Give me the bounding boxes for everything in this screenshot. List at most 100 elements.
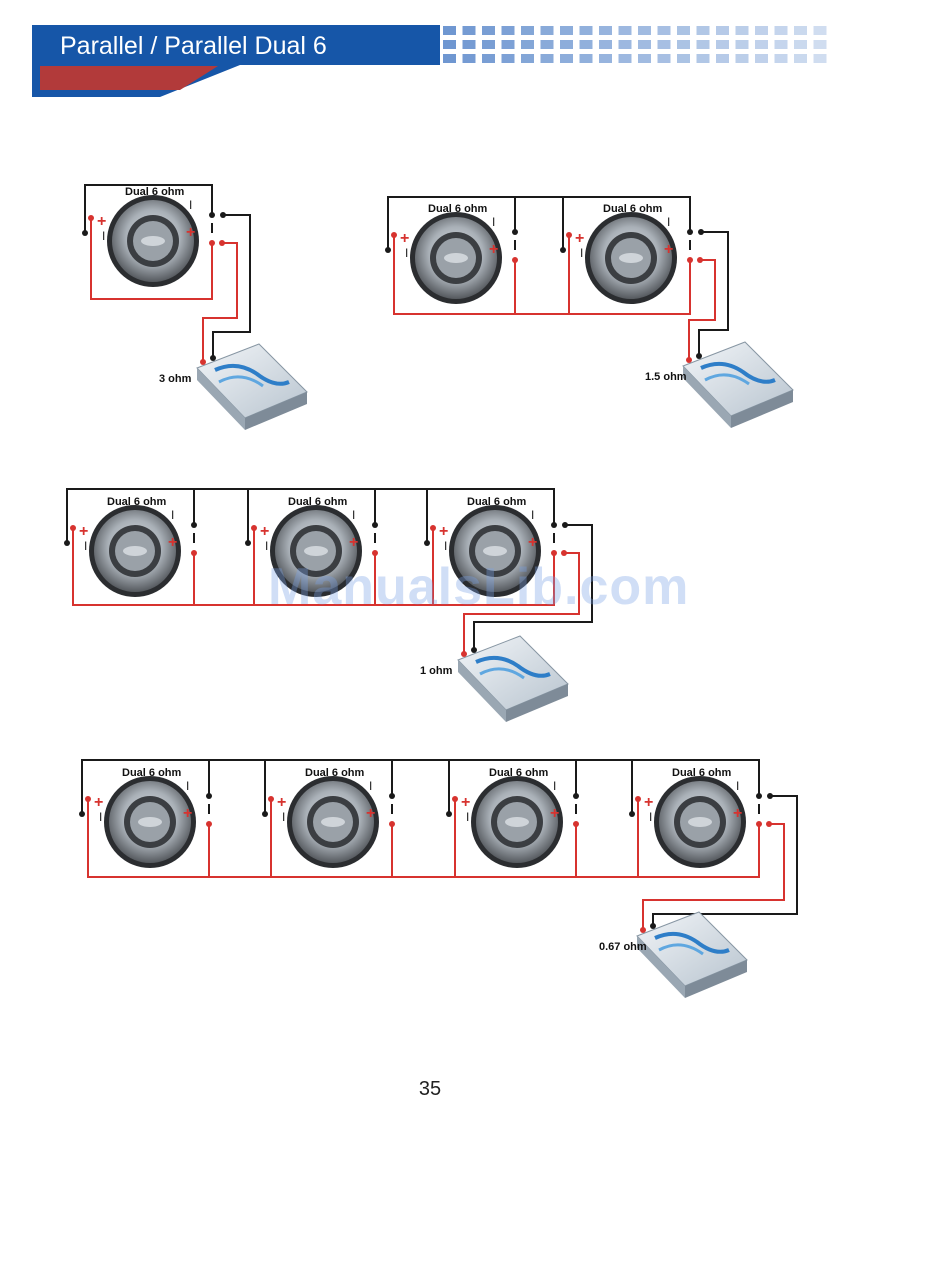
- page-number: 35: [0, 1078, 860, 1101]
- speaker-label: Dual 6 ohm: [489, 767, 549, 779]
- speaker-label: Dual 6 ohm: [125, 186, 185, 198]
- terminal-dot: [191, 550, 197, 556]
- right-coil-minus-sign: I: [492, 215, 495, 229]
- terminal-dot: [389, 793, 395, 799]
- subwoofer-icon: [89, 505, 181, 597]
- terminal-dot: [573, 793, 579, 799]
- terminal-dot: [696, 353, 702, 359]
- terminal-dot: [461, 651, 467, 657]
- speaker-label: Dual 6 ohm: [288, 496, 348, 508]
- load-impedance-label: 0.67 ohm: [599, 941, 647, 953]
- subwoofer-icon: [471, 776, 563, 868]
- terminal-dot: [209, 212, 215, 218]
- positive-wire: [689, 260, 715, 360]
- left-coil-plus-sign: +: [575, 230, 584, 247]
- right-coil-plus-sign: +: [168, 534, 177, 551]
- watermark: ManualsLib.com: [268, 557, 689, 617]
- terminal-dot: [512, 257, 518, 263]
- terminal-dot: [79, 811, 85, 817]
- left-coil-plus-sign: +: [79, 523, 88, 540]
- load-impedance-label: 1 ohm: [420, 665, 453, 677]
- left-coil-minus-sign: I: [405, 246, 408, 260]
- terminal-dot: [245, 540, 251, 546]
- right-coil-plus-sign: +: [550, 805, 559, 822]
- left-coil-minus-sign: I: [444, 539, 447, 553]
- terminal-dot: [697, 257, 703, 263]
- speaker-label: Dual 6 ohm: [672, 767, 732, 779]
- terminal-dot: [767, 793, 773, 799]
- speaker-label: Dual 6 ohm: [467, 496, 527, 508]
- speaker-label: Dual 6 ohm: [603, 203, 663, 215]
- positive-wire: [203, 243, 237, 362]
- terminal-dot: [70, 525, 76, 531]
- left-coil-plus-sign: +: [94, 794, 103, 811]
- negative-wire: [213, 215, 250, 358]
- terminal-dot: [430, 525, 436, 531]
- right-coil-plus-sign: +: [733, 805, 742, 822]
- speaker-label: Dual 6 ohm: [428, 203, 488, 215]
- terminal-dot: [391, 232, 397, 238]
- load-impedance-label: 3 ohm: [159, 373, 192, 385]
- left-coil-plus-sign: +: [644, 794, 653, 811]
- right-coil-plus-sign: +: [489, 241, 498, 258]
- terminal-dot: [687, 229, 693, 235]
- left-coil-plus-sign: +: [260, 523, 269, 540]
- terminal-dot: [220, 212, 226, 218]
- terminal-dot: [385, 247, 391, 253]
- subwoofer-icon: [104, 776, 196, 868]
- left-coil-plus-sign: +: [400, 230, 409, 247]
- left-coil-plus-sign: +: [97, 213, 106, 230]
- right-coil-minus-sign: I: [531, 508, 534, 522]
- terminal-dot: [251, 525, 257, 531]
- terminal-dot: [562, 522, 568, 528]
- subwoofer-icon: [287, 776, 379, 868]
- left-coil-minus-sign: I: [282, 810, 285, 824]
- terminal-dot: [372, 522, 378, 528]
- right-coil-plus-sign: +: [664, 241, 673, 258]
- speaker-label: Dual 6 ohm: [305, 767, 365, 779]
- terminal-dot: [471, 647, 477, 653]
- right-coil-minus-sign: I: [369, 779, 372, 793]
- terminal-dot: [566, 232, 572, 238]
- terminal-dot: [446, 811, 452, 817]
- left-coil-minus-sign: I: [102, 229, 105, 243]
- terminal-dot: [560, 247, 566, 253]
- left-coil-minus-sign: I: [265, 539, 268, 553]
- right-coil-plus-sign: +: [183, 805, 192, 822]
- subwoofer-icon: [107, 195, 199, 287]
- subwoofer-icon: [654, 776, 746, 868]
- terminal-dot: [629, 811, 635, 817]
- terminal-dot: [268, 796, 274, 802]
- terminal-dot: [551, 550, 557, 556]
- terminal-dot: [64, 540, 70, 546]
- terminal-dot: [756, 821, 762, 827]
- negative-wire: [699, 232, 728, 356]
- right-coil-plus-sign: +: [528, 534, 537, 551]
- left-coil-minus-sign: I: [99, 810, 102, 824]
- terminal-dot: [640, 927, 646, 933]
- terminal-dot: [82, 230, 88, 236]
- right-coil-plus-sign: +: [366, 805, 375, 822]
- terminal-dot: [424, 540, 430, 546]
- right-coil-minus-sign: I: [736, 779, 739, 793]
- terminal-dot: [209, 240, 215, 246]
- terminal-dot: [389, 821, 395, 827]
- right-coil-minus-sign: I: [186, 779, 189, 793]
- left-coil-minus-sign: I: [84, 539, 87, 553]
- terminal-dot: [650, 923, 656, 929]
- right-coil-minus-sign: I: [667, 215, 670, 229]
- subwoofer-icon: [410, 212, 502, 304]
- terminal-dot: [200, 359, 206, 365]
- terminal-dot: [191, 522, 197, 528]
- right-coil-plus-sign: +: [349, 534, 358, 551]
- left-coil-minus-sign: I: [466, 810, 469, 824]
- terminal-dot: [512, 229, 518, 235]
- right-coil-minus-sign: I: [352, 508, 355, 522]
- terminal-dot: [687, 257, 693, 263]
- terminal-dot: [88, 215, 94, 221]
- right-coil-minus-sign: I: [553, 779, 556, 793]
- subwoofer-icon: [585, 212, 677, 304]
- right-coil-minus-sign: I: [189, 198, 192, 212]
- terminal-dot: [452, 796, 458, 802]
- left-coil-plus-sign: +: [439, 523, 448, 540]
